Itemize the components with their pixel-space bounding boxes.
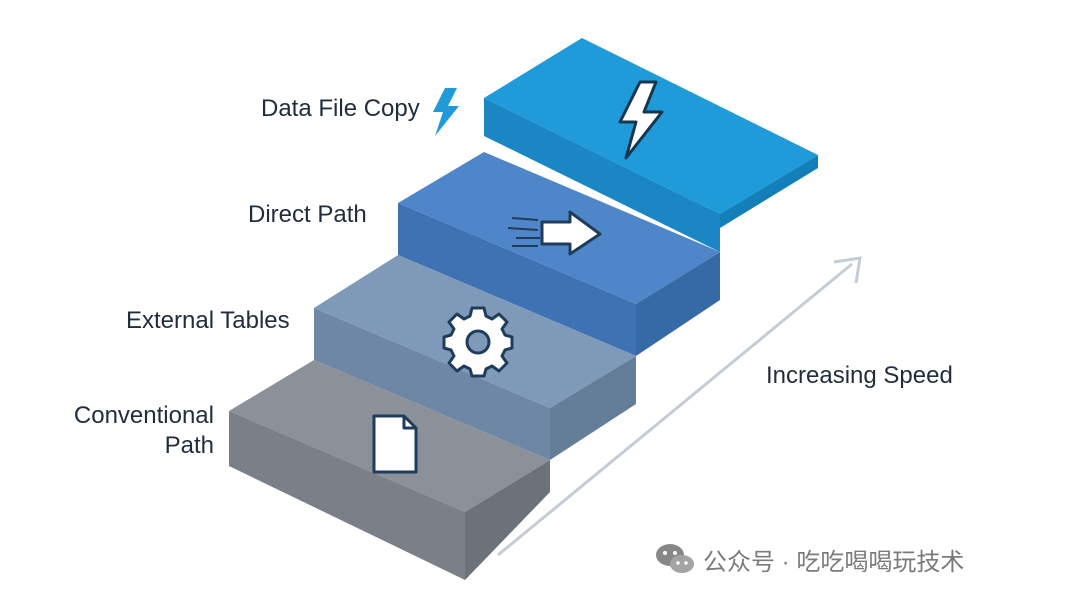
step-label-line: Conventional (73, 402, 214, 429)
step-label-direct-path: Direct Path (248, 201, 367, 228)
lightning-bolt-icon (433, 88, 459, 136)
increasing-speed-label: Increasing Speed (766, 362, 953, 389)
step-label-external-tables: External Tables (126, 307, 290, 334)
document-icon (372, 414, 418, 474)
step-label-conventional-path: Conventional Path (66, 401, 214, 461)
wechat-icon (656, 544, 694, 573)
step-label-data-file-copy: Data File Copy (261, 95, 420, 122)
gear-icon (442, 306, 514, 378)
watermark-text: 公众号 · 吃吃喝喝玩技术 (703, 548, 965, 576)
increasing-speed-arrow (497, 256, 862, 557)
lightning-bolt-icon (618, 80, 664, 160)
watermark: 公众号 · 吃吃喝喝玩技术 (655, 541, 964, 577)
step-label-line: Path (164, 432, 214, 459)
right-arrow-speed-icon (507, 210, 602, 256)
